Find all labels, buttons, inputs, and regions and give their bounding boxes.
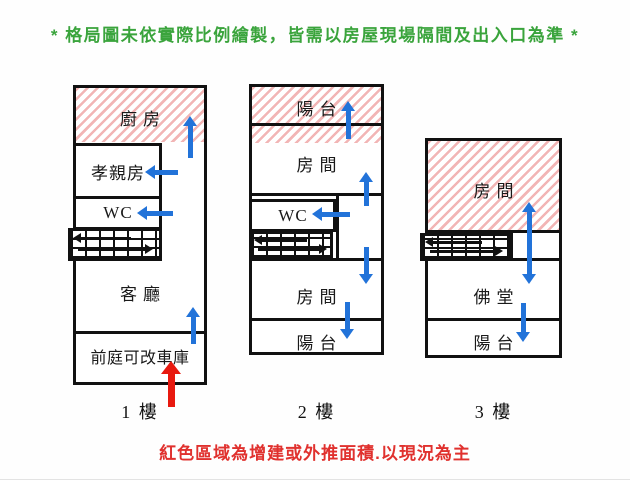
wc-door-arrow-icon [312,207,350,221]
wall [252,193,381,196]
room-upper-up-arrow-icon [359,172,373,206]
room-expansion-hatch [428,141,559,230]
main-entrance-red-arrow-icon [161,361,181,407]
balcony-up-arrow-icon [341,101,355,139]
hall-down-arrow-icon [516,303,530,342]
disclaimer-note: * 格局圖未依實際比例繪製，皆需以房屋現場隔間及出入口為準 * [50,26,580,45]
room-label-wc: WC [278,205,308,225]
kitchen-expansion-hatch [76,88,204,142]
balcony-expansion-hatch [252,87,381,123]
stair-flow-down-arrow-icon [359,247,373,284]
stair-up-arrow-icon [254,235,307,245]
room-lower-down-arrow-icon [340,302,354,339]
red-area-note: 紅色區域為增建或外推面積.以現況為主 [159,444,471,463]
room-label-room-lower: 房間 [296,288,343,307]
wall [252,318,381,321]
floor-1-plan: 廚房 孝親房 WC 客廳 前庭可改車庫 [68,85,207,407]
room-expansion-hatch [252,126,381,143]
floor-3-plan: 房間 佛堂 陽台 [420,138,562,358]
floor-3-label: 3 樓 [474,402,513,422]
wall [510,230,513,261]
room-label-balcony: 陽台 [473,334,520,353]
room-label-room: 房間 [473,182,520,201]
stair-up-arrow-icon [73,233,131,243]
room-label-living-room: 客廳 [120,285,166,304]
floor-2-plan: 陽台 房間 WC 房間 陽台 [249,84,384,355]
stair-updown-arrow-icon [522,202,536,284]
kitchen-up-arrow-icon [183,116,197,158]
wall [428,318,559,321]
room-label-balcony-top: 陽台 [296,100,343,119]
room-label-buddhist-hall: 佛堂 [473,288,520,307]
wall [76,331,204,334]
stair-down-arrow-icon [78,244,153,254]
room-label-room-upper: 房間 [296,156,343,175]
wc-door-arrow-icon [137,206,173,220]
stair-down-arrow-icon [258,244,327,254]
parents-room-door-arrow-icon [145,165,178,179]
stairs-icon [68,228,162,261]
floor-1-label: 1 樓 [121,402,159,422]
living-room-up-arrow-icon [186,307,200,344]
room-label-wc: WC [103,203,133,222]
room-label-front-yard: 前庭可改車庫 [90,350,190,367]
wall [252,123,381,126]
room-label-kitchen: 廚房 [120,110,166,129]
stairs-icon [420,233,510,261]
stair-up-arrow-icon [425,237,482,247]
room-label-parents-room: 孝親房 [91,163,145,183]
wall [336,193,339,261]
wall [428,230,559,233]
floor-2-label: 2 樓 [297,402,336,422]
stairs-icon [249,231,333,260]
room-label-balcony-bottom: 陽台 [296,334,343,353]
stair-down-arrow-icon [429,246,503,256]
